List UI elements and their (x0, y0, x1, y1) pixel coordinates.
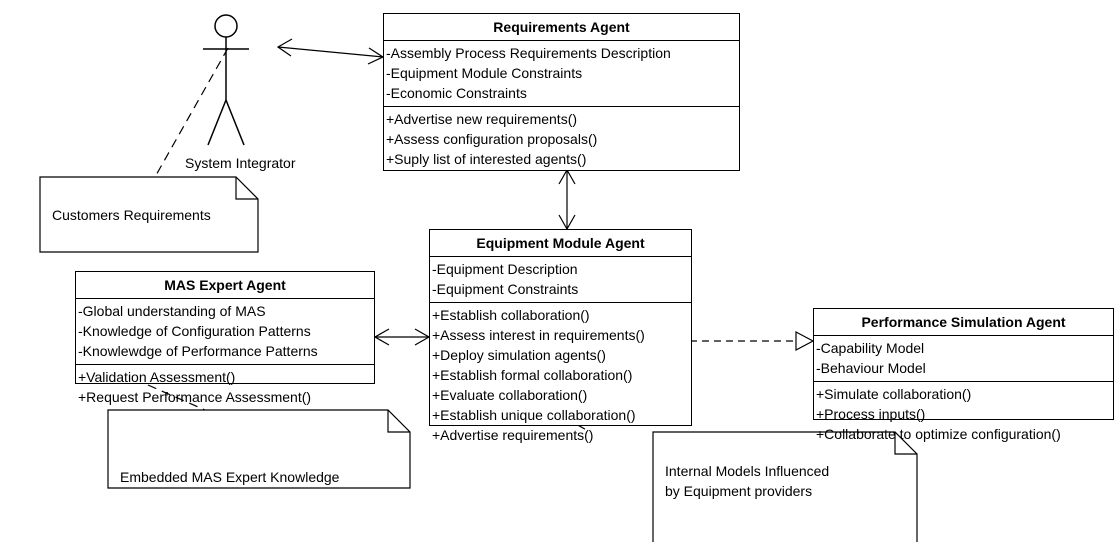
operation: +Evaluate collaboration() (432, 387, 588, 403)
class-equipment-module-agent[interactable]: Equipment Module Agent -Equipment Descri… (429, 229, 692, 443)
note-customers-text: Customers Requirements (52, 207, 211, 223)
operation: +Establish formal collaboration() (432, 367, 633, 383)
equipment-performance-realization (690, 331, 815, 351)
system-integrator-actor (203, 14, 249, 146)
attribute: -Equipment Constraints (432, 281, 579, 297)
class-title: MAS Expert Agent (76, 272, 374, 299)
actor-requirements-association (276, 38, 385, 65)
attributes-section: -Equipment Description -Equipment Constr… (430, 257, 691, 302)
attributes-section: -Capability Model -Behaviour Model (814, 336, 1113, 381)
operation: +Request Performance Assessment() (78, 389, 312, 405)
operation: +Establish unique collaboration() (432, 407, 636, 423)
operation: +Assess interest in requirements() (432, 327, 645, 343)
operation: +Establish collaboration() (432, 307, 590, 323)
operation: +Advertise new requirements() (386, 111, 578, 127)
attributes-section: -Global understanding of MAS -Knowledge … (76, 299, 374, 364)
operation: +Assess configuration proposals() (386, 131, 598, 147)
attribute: -Knowlewdge of Performance Patterns (78, 343, 318, 359)
attribute: -Equipment Description (432, 261, 578, 277)
actor-label: System Integrator (185, 155, 296, 171)
attribute: -Knowledge of Configuration Patterns (78, 323, 311, 339)
attribute: -Assembly Process Requirements Descripti… (386, 45, 671, 61)
class-title: Equipment Module Agent (430, 230, 691, 257)
attribute: -Equipment Module Constraints (386, 65, 583, 81)
attribute: -Capability Model (816, 340, 925, 356)
class-requirements-agent[interactable]: Requirements Agent -Assembly Process Req… (383, 13, 740, 171)
note-embedded-mas-expert (107, 409, 411, 489)
operation: +Suply list of interested agents() (386, 151, 587, 167)
operation: +Collaborate to optimize configuration() (816, 426, 1061, 442)
class-title: Performance Simulation Agent (814, 309, 1113, 336)
class-mas-expert-agent[interactable]: MAS Expert Agent -Global understanding o… (75, 271, 375, 405)
attributes-section: -Assembly Process Requirements Descripti… (384, 41, 739, 106)
operations-section: +Establish collaboration() +Assess inter… (430, 302, 691, 448)
operation: +Simulate collaboration() (816, 386, 972, 402)
attribute: -Global understanding of MAS (78, 303, 266, 319)
note-internal-models-line2: by Equipment providers (665, 483, 813, 499)
operation: +Process inputs() (816, 406, 926, 422)
operation: +Validation Assessment() (78, 369, 236, 385)
note-internal-models-line1: Internal Models Influenced (665, 463, 830, 479)
class-title: Requirements Agent (384, 14, 739, 41)
mas-equipment-association (373, 328, 431, 346)
note-customers-requirements (39, 176, 259, 253)
note-internal-models (652, 431, 918, 542)
requirements-equipment-association (558, 168, 576, 231)
attribute: -Behaviour Model (816, 360, 926, 376)
attribute: -Economic Constraints (386, 85, 527, 101)
operation: +Deploy simulation agents() (432, 347, 606, 363)
note-mas-expert-text: Embedded MAS Expert Knowledge (120, 469, 340, 485)
operations-section: +Advertise new requirements() +Assess co… (384, 106, 739, 172)
operations-section: +Validation Assessment() +Request Perfor… (76, 364, 374, 410)
operation: +Advertise requirements() (432, 427, 594, 443)
class-performance-simulation-agent[interactable]: Performance Simulation Agent -Capability… (813, 308, 1114, 442)
operations-section: +Simulate collaboration() +Process input… (814, 381, 1113, 447)
